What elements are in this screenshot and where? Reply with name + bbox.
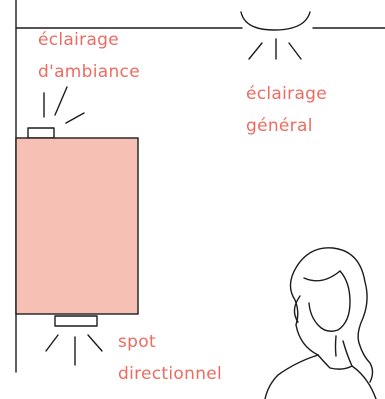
ambient-light-fixture xyxy=(28,128,54,138)
spot-light-fixture xyxy=(55,316,97,326)
ceiling-light-ray-left xyxy=(249,43,262,59)
woman-silhouette-icon xyxy=(265,248,376,399)
ceiling-light-ray-right xyxy=(289,43,301,59)
general-lighting-label-line2: général xyxy=(246,118,313,135)
ambient-lighting-label-line2: d'ambiance xyxy=(38,64,140,81)
wall-panel xyxy=(16,138,138,314)
ceiling-light-icon xyxy=(241,12,310,30)
ambient-light-ray-right xyxy=(66,113,84,123)
general-lighting-label-line1: éclairage xyxy=(246,86,327,103)
spot-light-ray-right xyxy=(88,335,102,351)
ambient-lighting-label-line1: éclairage xyxy=(38,32,119,49)
ambient-light-ray-middle xyxy=(55,87,67,115)
spot-light-ray-left xyxy=(46,335,58,351)
spot-lighting-label-line2: directionnel xyxy=(118,366,222,383)
spot-lighting-label-line1: spot xyxy=(118,334,156,351)
